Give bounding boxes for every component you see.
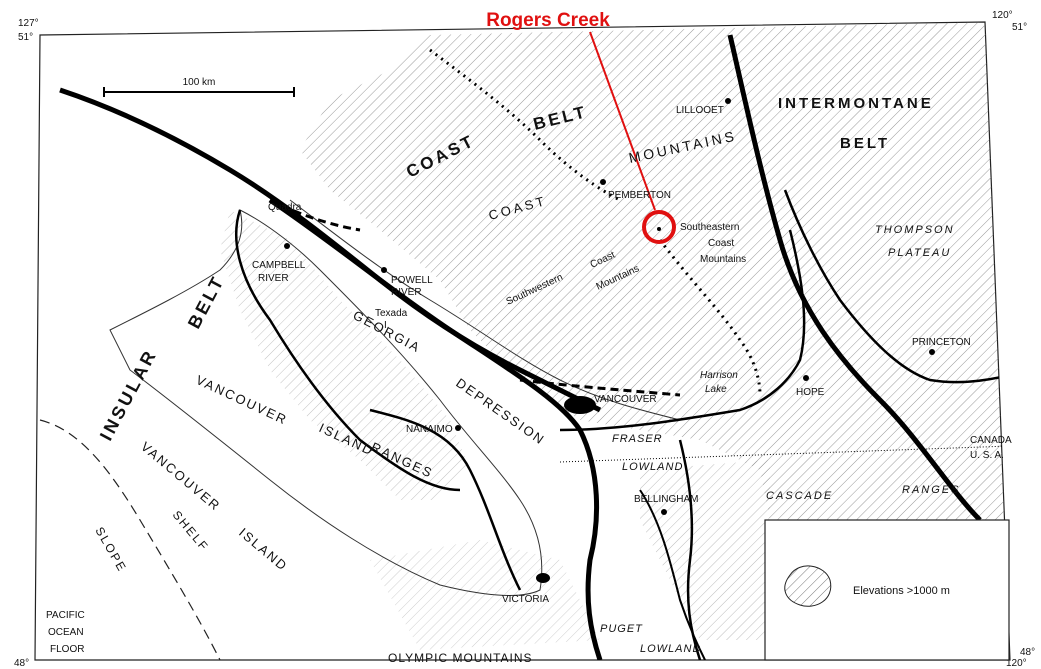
island-inner-boundary xyxy=(235,209,461,492)
dotted-fault-north xyxy=(429,48,621,202)
label-campbell-2: RIVER xyxy=(258,273,289,284)
bellingham-dot xyxy=(661,509,667,515)
label-princeton: PRINCETON xyxy=(912,337,971,348)
georgia-depression-boundary xyxy=(268,197,603,660)
coord-bottom-right-lat: 48° xyxy=(1020,647,1035,658)
vancouver-water xyxy=(564,396,596,414)
label-intermontane-1: INTERMONTANE xyxy=(778,95,934,112)
intermontane-boundary xyxy=(727,34,982,522)
international-border xyxy=(559,445,1010,463)
callout-label: Rogers Creek xyxy=(486,10,610,31)
rogers-creek-callout: Rogers Creek xyxy=(486,10,676,244)
label-hope: HOPE xyxy=(796,387,825,398)
label-ranges: RANGES xyxy=(902,484,960,496)
powell-river-dot xyxy=(381,267,387,273)
victoria-water xyxy=(536,573,550,583)
label-lillooet: LILLOOET xyxy=(676,105,724,116)
label-olympic: OLYMPIC MOUNTAINS xyxy=(388,651,533,665)
label-harrison-1: Harrison xyxy=(700,370,738,381)
coord-top-left-lon: 127° xyxy=(18,18,39,29)
hatched-elevation-cascade xyxy=(640,460,770,640)
hatched-elevation-olympic xyxy=(370,540,600,650)
label-cascade: CASCADE xyxy=(766,490,833,502)
label-harrison-2: Lake xyxy=(705,384,727,395)
label-texada-2: I. xyxy=(384,320,390,331)
mainland-coast xyxy=(289,199,681,421)
label-southeastern-3: Mountains xyxy=(700,254,746,265)
label-nanaimo: NANAIMO xyxy=(406,424,453,435)
vancouver-island-coast xyxy=(109,209,543,596)
nanaimo-dot xyxy=(455,425,461,431)
coord-bottom-left-lat: 48° xyxy=(14,658,29,669)
label-quadra: Quadra xyxy=(268,202,302,213)
label-pacific-2: OCEAN xyxy=(48,627,84,638)
rogers-creek-dot xyxy=(657,227,661,231)
legend-label: Elevations >1000 m xyxy=(853,585,950,597)
label-lowland: LOWLAND xyxy=(622,461,683,473)
label-pacific-1: PACIFIC xyxy=(46,610,85,621)
pemberton-dot xyxy=(600,179,606,185)
label-puget-lowland: LOWLAND xyxy=(640,643,701,655)
scale-label: 100 km xyxy=(183,77,216,88)
callout-leader xyxy=(589,31,656,211)
hatched-elevation-island xyxy=(220,210,470,500)
coord-bottom-right-lon: 120° xyxy=(1006,658,1027,669)
label-pacific-3: FLOOR xyxy=(50,644,84,655)
scale-bar: 100 km xyxy=(103,77,295,97)
label-puget: PUGET xyxy=(600,623,643,635)
dashed-fault-fraser xyxy=(519,378,681,397)
dotted-fault-south xyxy=(658,239,762,396)
label-thompson: THOMPSON xyxy=(875,224,955,236)
label-campbell-1: CAMPBELL xyxy=(252,260,306,271)
label-powell-1: POWELL xyxy=(391,275,433,286)
label-southeastern-2: Coast xyxy=(708,238,734,249)
shelf-edge-dashed xyxy=(39,419,221,660)
campbell-river-dot xyxy=(284,243,290,249)
puget-boundary xyxy=(639,489,706,660)
coord-top-left-lat: 51° xyxy=(18,32,33,43)
coord-top-right-lat: 51° xyxy=(1012,22,1027,33)
legend-hatch-swatch xyxy=(784,565,832,607)
hope-dot xyxy=(803,375,809,381)
legend: Elevations >1000 m xyxy=(764,519,1010,661)
label-southeastern-1: Southeastern xyxy=(680,222,740,233)
nanaimo-boundary xyxy=(369,408,522,591)
lillooet-dot xyxy=(725,98,731,104)
callout-ring xyxy=(642,210,676,244)
label-victoria: VICTORIA xyxy=(502,594,549,605)
princeton-dot xyxy=(929,349,935,355)
label-vancouver: VANCOUVER xyxy=(594,394,657,405)
hatched-elevation-east xyxy=(300,22,1010,520)
label-bellingham: BELLINGHAM xyxy=(634,494,698,505)
coord-top-right-lon: 120° xyxy=(992,10,1013,21)
label-fraser: FRASER xyxy=(612,433,663,445)
label-texada-1: Texada xyxy=(375,308,408,319)
label-intermontane-2: BELT xyxy=(840,135,890,152)
label-plateau: PLATEAU xyxy=(888,247,951,259)
thompson-boundary xyxy=(783,189,1010,384)
fraser-boundary xyxy=(559,229,806,432)
label-usa: U. S. A. xyxy=(970,450,1004,461)
label-pemberton: PEMBERTON xyxy=(608,190,671,201)
label-powell-2: RIVER xyxy=(391,287,422,298)
label-canada: CANADA xyxy=(970,435,1012,446)
